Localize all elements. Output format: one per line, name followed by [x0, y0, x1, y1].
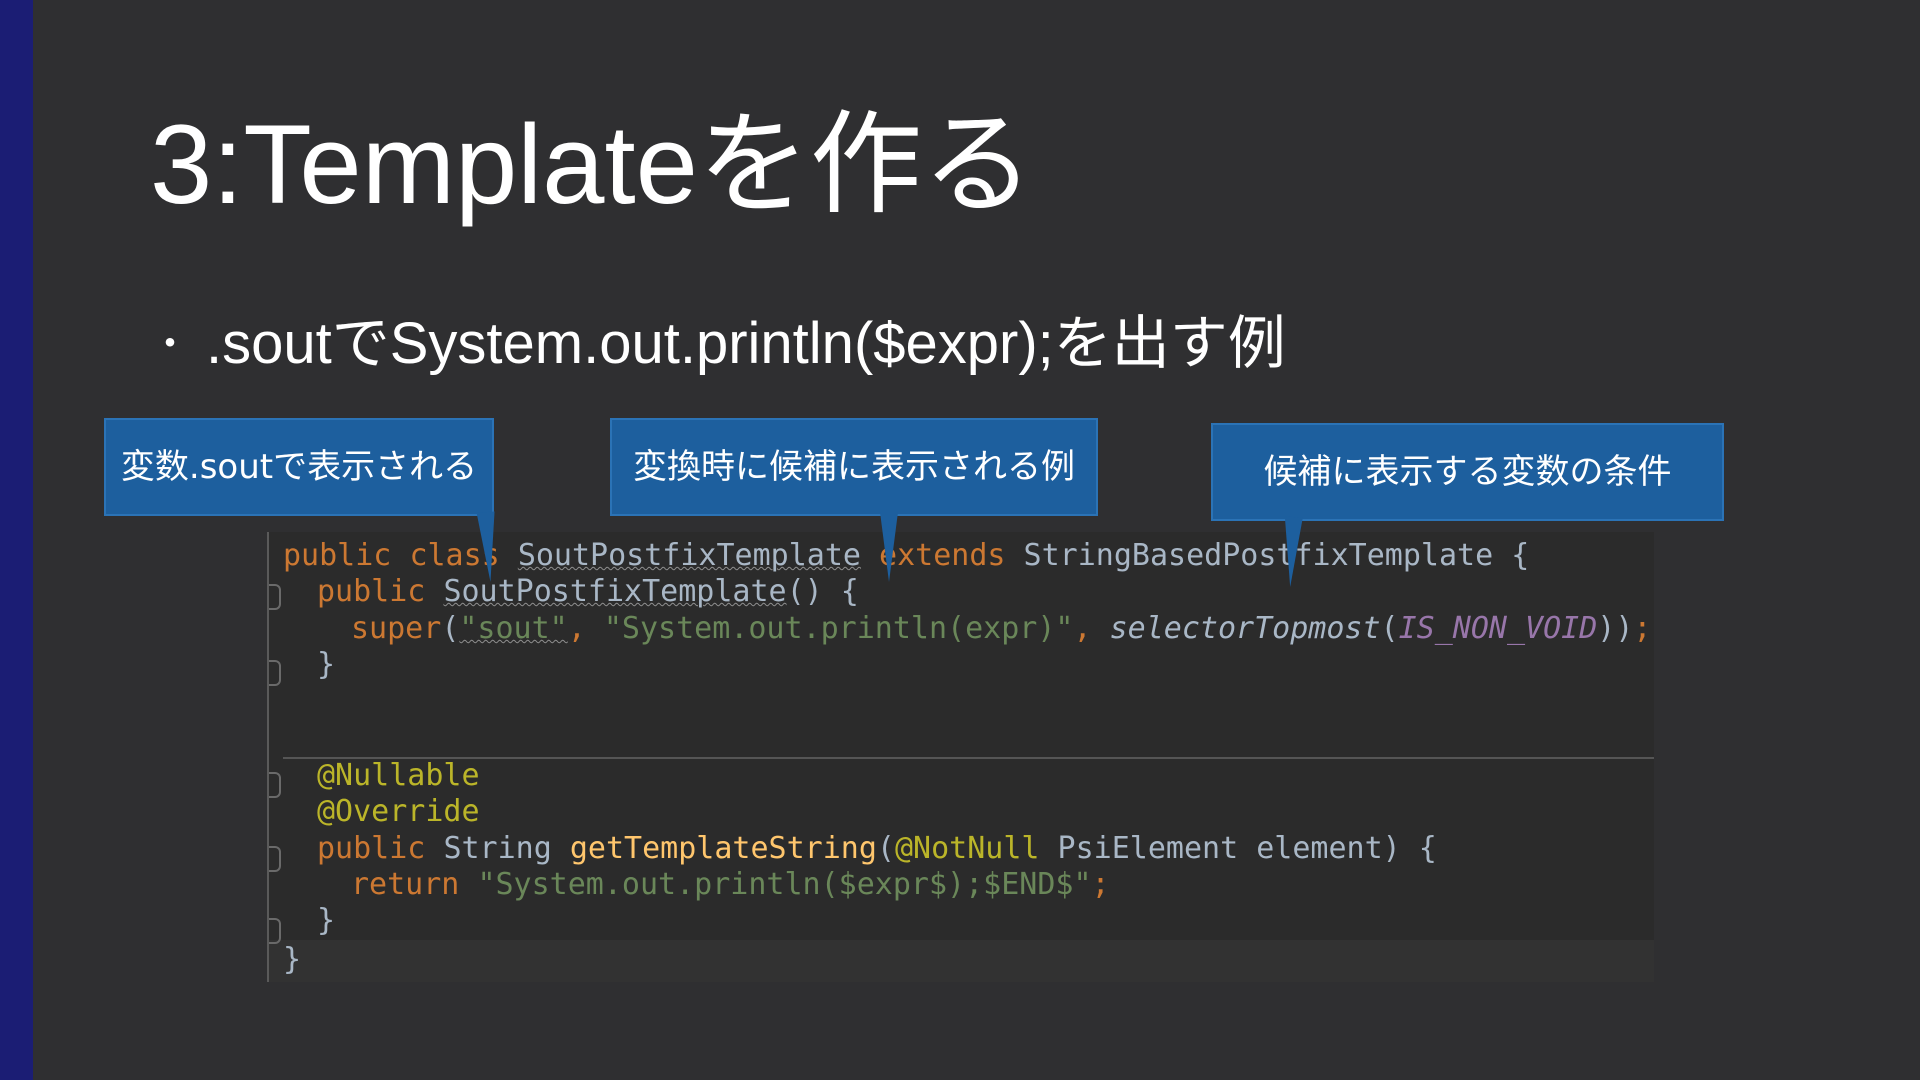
- fold-marker-icon: [269, 772, 281, 798]
- code-line-4: }: [317, 647, 336, 682]
- code-line-9: }: [317, 903, 336, 938]
- bullet-item: ・ .soutでSystem.out.println($expr);を出す例: [150, 308, 1286, 380]
- callout-variable-condition: 候補に表示する変数の条件: [1211, 423, 1724, 521]
- callout-candidate-example: 変換時に候補に表示される例: [610, 418, 1098, 516]
- bullet-marker: ・: [150, 322, 190, 366]
- side-accent-bar: [0, 0, 33, 1080]
- code-line-10: }: [283, 942, 302, 977]
- code-line-5: @Nullable: [317, 758, 480, 793]
- bullet-text: .soutでSystem.out.println($expr);を出す例: [206, 311, 1286, 376]
- callout-sout-variable: 変数.soutで表示される: [104, 418, 494, 516]
- callout-pointer: [1281, 516, 1303, 588]
- slide-title: 3:Templateを作る: [150, 102, 1034, 227]
- fold-marker-icon: [269, 584, 281, 610]
- code-line-6: @Override: [317, 794, 480, 829]
- callout-pointer: [880, 512, 898, 582]
- method-separator: [283, 757, 1654, 759]
- code-line-3: super("sout", "System.out.println(expr)"…: [351, 611, 1652, 646]
- current-line-highlight: [269, 940, 1654, 982]
- fold-marker-icon: [269, 918, 281, 944]
- code-line-1: public class SoutPostfixTemplate extends…: [283, 538, 1530, 573]
- code-editor-screenshot: public class SoutPostfixTemplate extends…: [267, 532, 1654, 982]
- code-line-8: return "System.out.println($expr$);$END$…: [351, 867, 1110, 902]
- fold-marker-icon: [269, 660, 281, 686]
- fold-marker-icon: [269, 846, 281, 872]
- code-line-7: public String getTemplateString(@NotNull…: [317, 831, 1437, 866]
- code-line-2: public SoutPostfixTemplate() {: [317, 574, 859, 609]
- callout-pointer: [476, 511, 500, 583]
